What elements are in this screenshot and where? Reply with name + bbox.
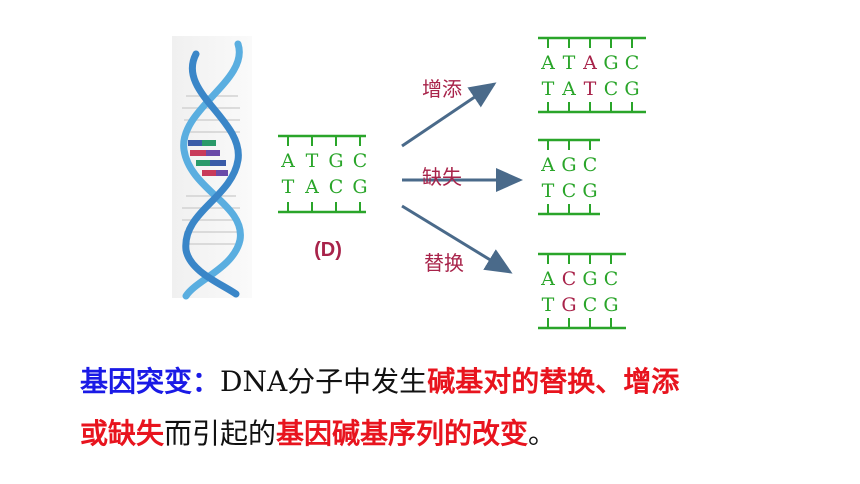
base-top: A [582,52,597,74]
branch-label-substitution: 替换 [424,251,464,275]
base-top: A [280,150,295,172]
arrow-insertion [401,82,497,148]
caption-highlight-2: 或缺失 [80,417,165,450]
caption-line-1: 基因突变：DNA分子中发生碱基对的替换、增添 [80,362,679,402]
base-bottom: G [624,78,639,100]
base-bottom: T [542,180,555,202]
base-top: A [540,154,555,176]
base-bottom: C [329,176,344,198]
base-bottom: G [352,176,367,198]
base-bottom: T [584,78,597,100]
base-top: G [561,154,576,176]
caption-term: 基因突变： [80,365,221,398]
base-top: C [583,154,598,176]
base-bottom: T [282,176,295,198]
base-bottom: A [304,176,319,198]
base-top: G [603,52,618,74]
caption-text-1: DNA分子中发生 [220,365,428,398]
branch-label-deletion: 缺失 [422,165,462,189]
arrow-substitution [401,204,513,274]
base-top: T [306,150,319,172]
base-bottom: T [542,78,555,100]
base-bottom: A [561,78,576,100]
arrows [401,82,523,274]
base-bottom: G [582,180,597,202]
dna-helix-illustration [172,36,252,300]
branch-label-insertion: 增添 [422,77,462,101]
base-bottom: G [603,294,618,316]
base-top: C [562,268,577,290]
base-top: T [563,52,576,74]
base-top: C [604,268,619,290]
caption-text-2: 而引起的 [164,417,277,450]
base-bottom: C [604,78,619,100]
base-top: C [625,52,640,74]
base-top: C [353,150,368,172]
base-bottom: C [583,294,598,316]
caption-end: 。 [528,417,557,450]
base-top: G [328,150,343,172]
original-label: (D) [314,239,342,261]
base-top: A [540,52,555,74]
base-bottom: C [562,180,577,202]
base-top: A [540,268,555,290]
caption-line-2: 或缺失而引起的基因碱基序列的改变。 [80,414,556,454]
base-bottom: T [542,294,555,316]
caption-highlight-1: 碱基对的替换、增添 [427,365,680,398]
base-bottom: G [561,294,576,316]
caption-highlight-3: 基因碱基序列的改变 [276,417,529,450]
base-top: G [582,268,597,290]
